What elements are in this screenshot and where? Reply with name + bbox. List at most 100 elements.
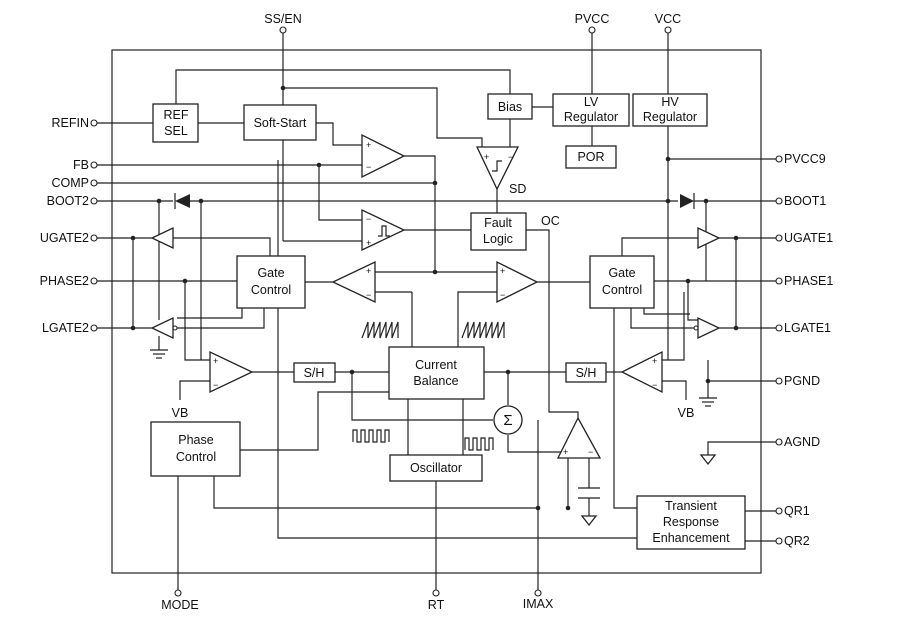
- fault-logic-line2: Logic: [483, 232, 513, 246]
- pin-pgnd: PGND: [784, 374, 820, 388]
- pin-fb: FB: [73, 158, 89, 172]
- pin-ugate2: UGATE2: [40, 231, 89, 245]
- pin-qr2: QR2: [784, 534, 810, 548]
- label-oc: OC: [541, 214, 560, 228]
- lv-regulator-block: LV Regulator: [552, 93, 630, 127]
- oscillator-label: Oscillator: [410, 461, 462, 475]
- bias-label: Bias: [498, 100, 522, 114]
- pwm-comp-plus: +: [366, 238, 371, 248]
- phase-control-line1: Phase: [178, 433, 213, 447]
- cs-right-plus: +: [652, 356, 657, 366]
- summing-node: Σ: [493, 405, 523, 435]
- pin-markers: [90, 26, 783, 597]
- sawtooth-wave-icon-right: [461, 321, 505, 339]
- transient-line3: Enhancement: [652, 531, 730, 545]
- fault-logic-line1: Fault: [484, 216, 512, 230]
- pin-agnd: AGND: [784, 435, 820, 449]
- lv-regulator-line2: Regulator: [564, 110, 618, 124]
- pin-comp: COMP: [52, 176, 90, 190]
- sh-left-label: S/H: [304, 366, 325, 380]
- pin-boot2: BOOT2: [47, 194, 89, 208]
- lgate1-driver: [693, 316, 721, 340]
- lgate2-driver: [150, 316, 178, 340]
- gate-control-left-line2: Control: [251, 283, 291, 297]
- transient-response-block: Transient Response Enhancement: [636, 495, 746, 550]
- current-balance-line1: Current: [415, 358, 457, 372]
- transient-line1: Transient: [665, 499, 717, 513]
- cs-right-minus: −: [652, 380, 657, 390]
- soft-start-block: Soft-Start: [243, 104, 317, 141]
- junction-dots: [130, 85, 739, 511]
- pwm-comp-minus: −: [366, 214, 371, 224]
- pin-lgate2: LGATE2: [42, 321, 89, 335]
- square-wave-icon-left: [352, 429, 390, 443]
- imax-capacitor-icon: [578, 487, 600, 499]
- pin-qr1: QR1: [784, 504, 810, 518]
- fault-logic-block: Fault Logic: [470, 212, 527, 251]
- pin-imax: IMAX: [523, 597, 554, 611]
- sh-right-block: S/H: [565, 362, 607, 383]
- boot2-diode-icon: [174, 193, 190, 209]
- imax-amplifier: + −: [556, 416, 602, 459]
- hv-regulator-line2: Regulator: [643, 110, 697, 124]
- imax-minus: −: [588, 447, 593, 457]
- pin-refin: REFIN: [52, 116, 90, 130]
- sigma-symbol: Σ: [503, 412, 512, 429]
- ground-icon-left: [150, 349, 168, 359]
- pin-mode: MODE: [161, 598, 199, 612]
- ground-icon-cap: [580, 515, 598, 527]
- gate-control-right-line2: Control: [602, 283, 642, 297]
- ref-sel-line2: SEL: [164, 124, 188, 138]
- lv-regulator-line1: LV: [584, 95, 599, 109]
- ramp-right-minus: −: [500, 290, 505, 300]
- error-amp-plus: +: [366, 140, 371, 150]
- cs-left-plus: +: [213, 356, 218, 366]
- transient-line2: Response: [663, 515, 719, 529]
- label-vb-right: VB: [678, 406, 695, 420]
- pin-pvcc9: PVCC9: [784, 152, 826, 166]
- current-sense-amp-left: + −: [209, 350, 254, 394]
- pin-vcc: VCC: [655, 12, 681, 26]
- ugate1-driver: [697, 226, 721, 250]
- pin-ugate1: UGATE1: [784, 231, 833, 245]
- pin-ss-en: SS/EN: [264, 12, 302, 26]
- current-balance-block: Current Balance: [388, 346, 485, 400]
- phase-control-block: Phase Control: [150, 421, 241, 477]
- pin-boot1: BOOT1: [784, 194, 826, 208]
- gate-control-right-block: Gate Control: [589, 255, 655, 309]
- gate-control-left-block: Gate Control: [236, 255, 306, 309]
- error-amp-minus: −: [366, 162, 371, 172]
- pin-phase1: PHASE1: [784, 274, 833, 288]
- ramp-left-minus: −: [366, 290, 371, 300]
- ref-sel-line1: REF: [164, 108, 189, 122]
- label-sd: SD: [509, 182, 526, 196]
- oscillator-block: Oscillator: [389, 454, 483, 482]
- sh-right-label: S/H: [576, 366, 597, 380]
- sd-comp-minus: −: [508, 152, 513, 162]
- ramp-right-plus: +: [500, 266, 505, 276]
- pin-pvcc: PVCC: [575, 12, 610, 26]
- por-label: POR: [577, 150, 604, 164]
- soft-start-label: Soft-Start: [254, 116, 307, 130]
- por-block: POR: [565, 145, 617, 169]
- boot1-diode-icon: [680, 193, 695, 209]
- sh-left-block: S/H: [293, 362, 336, 383]
- error-amplifier: + −: [361, 133, 406, 179]
- ugate2-driver: [150, 226, 174, 250]
- current-balance-line2: Balance: [413, 374, 458, 388]
- gate-control-left-line1: Gate: [257, 266, 284, 280]
- sd-comparator: + −: [475, 146, 520, 191]
- ramp-amp-right: + −: [496, 260, 539, 304]
- pin-phase2: PHASE2: [40, 274, 89, 288]
- ramp-amp-left: + −: [331, 260, 376, 304]
- pin-lgate1: LGATE1: [784, 321, 831, 335]
- label-vb-left: VB: [172, 406, 189, 420]
- ground-icon-agnd: [699, 454, 717, 466]
- pwm-comparator: − +: [361, 208, 406, 252]
- ramp-left-plus: +: [366, 266, 371, 276]
- hv-regulator-line1: HV: [661, 95, 679, 109]
- pin-rt: RT: [428, 598, 445, 612]
- bias-block: Bias: [487, 93, 533, 120]
- imax-plus: +: [563, 447, 568, 457]
